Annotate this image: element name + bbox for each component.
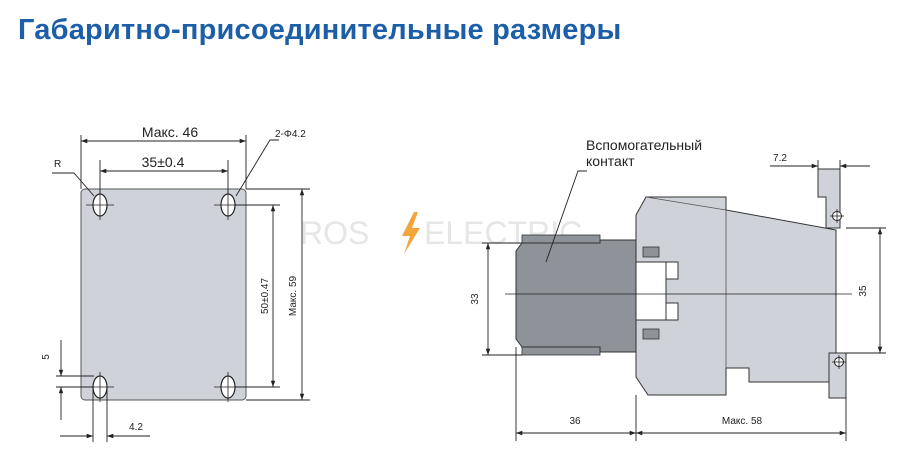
actuator: [635, 261, 667, 321]
right-height-label: 35: [858, 285, 869, 297]
page-title: Габаритно-присоединительные размеры: [18, 14, 622, 46]
front-depth-label: 36: [569, 416, 581, 427]
aux-contact-label-line1: Вспомогательный: [586, 137, 702, 153]
aux-contact-body: [515, 239, 637, 353]
offset-v-label: 5: [41, 354, 52, 360]
terminal-slot: [642, 246, 660, 258]
hole-diameter-label: 2-Φ4.2: [275, 129, 306, 140]
mount-screw-icon: [830, 209, 844, 223]
offset-h-label: 4.2: [129, 422, 143, 433]
mounting-plate: [80, 188, 247, 401]
front-view: Макс. 46 35±0.4 R 2-Φ4.2 50±0.47 Макс. 5…: [41, 124, 310, 442]
overall-height-label: Макс. 59: [288, 275, 299, 316]
watermark-text-left: ROS: [300, 215, 369, 251]
bolt-icon: [402, 212, 420, 254]
side-view: Вспомогательный контакт 7.2 33 35 36 Мак…: [470, 137, 886, 441]
overall-width-label: Макс. 46: [142, 124, 198, 140]
radius-label: R: [54, 159, 61, 170]
terminal-slot: [642, 328, 660, 340]
offset-top-label: 7.2: [773, 153, 787, 164]
hole-spacing-v-label: 50±0.47: [260, 278, 271, 315]
mounting-hole: [86, 190, 114, 220]
overall-depth-label: Макс. 58: [722, 416, 763, 427]
aux-contact-label-line2: контакт: [586, 153, 635, 169]
aux-contact-clip-top: [521, 234, 601, 244]
left-height-label: 33: [470, 293, 481, 305]
mount-screw-icon: [832, 355, 846, 369]
aux-contact-clip-bottom: [521, 346, 601, 356]
hole-spacing-h-label: 35±0.4: [142, 154, 185, 170]
